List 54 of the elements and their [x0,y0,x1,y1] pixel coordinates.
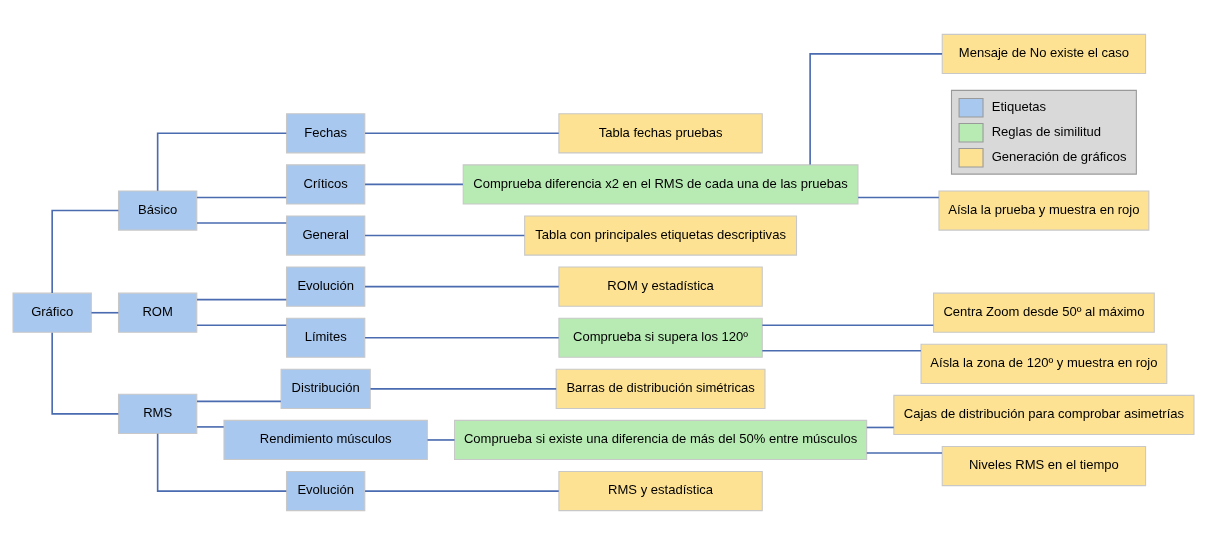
node-box: RMS [117,393,198,434]
node-box: Mensaje de No existe el caso [941,33,1147,74]
node-box: Distribución [280,368,371,409]
node-box: Aísla la zona de 120º y muestra en rojo [920,343,1168,384]
node-box: Centra Zoom desde 50º al máximo [933,292,1155,333]
connector [196,323,288,326]
node-box: Barras de distribución simétricas [555,368,766,409]
node-box: Aísla la prueba y muestra en rojo [938,189,1150,231]
connector [196,400,282,402]
node-box: Rendimiento músculos [223,419,428,460]
node-box: Comprueba si existe una diferencia de más del 50% entre músculos [453,419,868,460]
legend-label: Etiquetas [991,98,1047,114]
node-box: Límites [285,317,366,358]
connector [196,425,225,428]
connector [364,489,560,492]
legend-label: Reglas de similitud [991,123,1102,139]
node-box: Tabla fechas pruebas [558,112,763,153]
connector [761,323,935,326]
node-box: Comprueba si supera los 120º [558,317,763,358]
connector [426,438,456,441]
connector [51,209,120,294]
connector [156,432,288,492]
node-box: Cajas de distribución para comprobar asimetrías [893,394,1195,435]
node-box: Comprueba diferencia x2 en el RMS de cada una de las pruebas [462,163,859,205]
node-box: Gráfico [12,292,92,333]
node-box: Tabla con principales etiquetas descriptivas [524,214,798,256]
connector [90,311,120,314]
connector [156,132,288,191]
connector [364,285,560,287]
node-box: Niveles RMS en el tiempo [941,445,1147,486]
connector [866,426,895,428]
connector [364,183,464,185]
connector [866,451,943,454]
node-box: ROM [117,292,198,333]
connector [809,52,943,165]
connector [364,234,526,236]
connector [364,336,560,339]
connector [369,387,557,390]
node-box: Básico [117,189,198,231]
node-box: Fechas [285,112,366,153]
node-box: Evolución [285,470,366,511]
node-box: Críticos [285,163,366,205]
connector [196,196,288,198]
node-box: General [285,214,366,256]
connector [857,196,940,198]
node-box: Evolución [285,266,366,307]
connector [51,331,120,415]
connector [761,349,922,352]
connector [196,298,288,300]
connector [364,132,560,134]
connector [196,221,288,224]
node-box: RMS y estadística [558,470,763,511]
node-box: ROM y estadística [558,266,763,307]
legend-label: Generación de gráficos [991,148,1127,164]
